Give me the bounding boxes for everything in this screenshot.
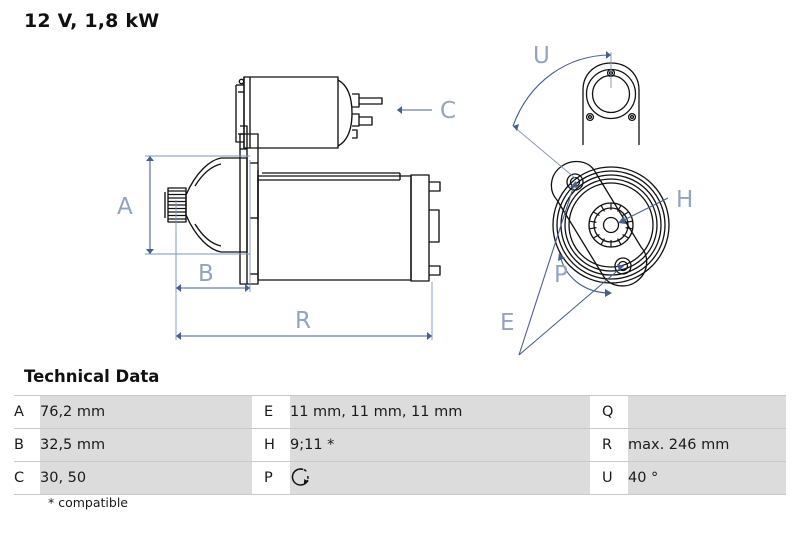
front-view-dimension-labels: U H P E (500, 43, 693, 336)
dimension-label-B: B (198, 261, 214, 287)
spec-key-C: C (14, 461, 40, 495)
spec-key-B: B (14, 428, 40, 462)
drive-end-housing (164, 157, 248, 253)
front-view-dimensions (512, 51, 669, 356)
mounting-flange (239, 125, 259, 285)
spec-value-E: 11 mm, 11 mm, 11 mm (290, 395, 590, 429)
page-title: 12 V, 1,8 kW (24, 10, 160, 32)
dimension-label-E: E (500, 310, 515, 336)
specifications-table: A 76,2 mm E 11 mm, 11 mm, 11 mm Q B 32,5… (14, 395, 786, 495)
spec-value-C: 30, 50 (40, 461, 252, 495)
column-gap (590, 461, 602, 495)
spec-value-U: 40 ° (628, 461, 786, 495)
clockwise-rotation-icon (290, 466, 312, 488)
spec-key-U: U (602, 461, 628, 495)
spec-key-H: H (264, 428, 290, 462)
spec-value-B: 32,5 mm (40, 428, 252, 462)
commutator-end-cap (410, 174, 441, 282)
column-gap (590, 395, 602, 429)
technical-drawings: A B R C (0, 30, 800, 360)
table-footnote: * compatible (48, 495, 128, 510)
column-gap (252, 428, 264, 462)
spec-key-R: R (602, 428, 628, 462)
solenoid-terminals (352, 93, 383, 139)
spec-key-Q: Q (602, 395, 628, 429)
spec-key-P: P (264, 461, 290, 495)
dimension-label-R: R (295, 308, 311, 334)
side-view-dimension-labels: A B R C (117, 98, 456, 334)
pinion-gear (588, 202, 634, 248)
side-view-dimensions (145, 106, 433, 340)
spec-value-Q (628, 395, 786, 429)
spec-key-E: E (264, 395, 290, 429)
technical-data-heading: Technical Data (24, 367, 160, 386)
table-row: A 76,2 mm E 11 mm, 11 mm, 11 mm Q (14, 395, 786, 429)
starter-motor-flange-front-view (550, 62, 670, 287)
starter-motor-side-view (164, 76, 441, 285)
dimension-label-C: C (440, 98, 456, 124)
dimension-label-H: H (676, 187, 693, 213)
column-gap (590, 428, 602, 462)
spec-value-R: max. 246 mm (628, 428, 786, 462)
dimension-label-P: P (554, 262, 568, 288)
table-row: B 32,5 mm H 9;11 * R max. 246 mm (14, 428, 786, 462)
spec-value-A: 76,2 mm (40, 395, 252, 429)
column-gap (252, 395, 264, 429)
spec-value-P (290, 461, 590, 495)
motor-body (257, 172, 412, 281)
column-gap (252, 461, 264, 495)
dimension-label-A: A (117, 194, 133, 220)
solenoid-body (235, 76, 353, 149)
table-row: C 30, 50 P U 40 ° (14, 461, 786, 495)
spec-value-H: 9;11 * (290, 428, 590, 462)
pilot-bore-rings (552, 166, 670, 284)
spec-key-A: A (14, 395, 40, 429)
dimension-label-U: U (533, 43, 550, 69)
